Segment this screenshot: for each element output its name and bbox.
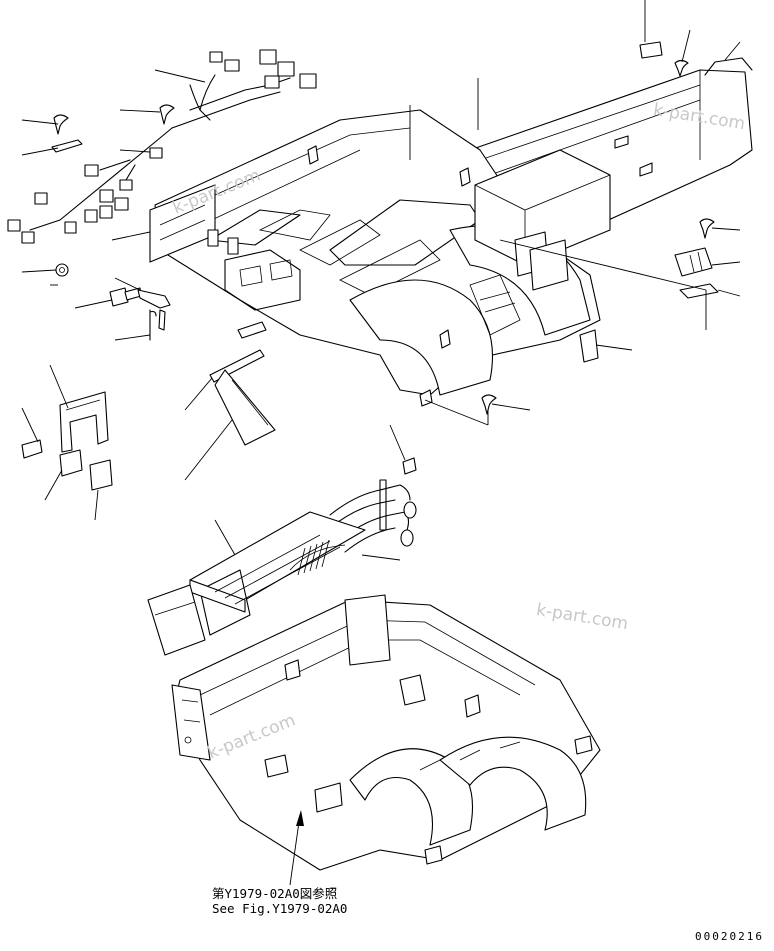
- small-parts-right: [481, 41, 719, 415]
- heater-core-filter: [147, 511, 366, 656]
- reference-note: 第Y1979-02A0図参照 See Fig.Y1979-02A0: [212, 886, 347, 916]
- drawing-code: 00020216: [695, 930, 764, 943]
- lower-case: [171, 594, 601, 871]
- reference-note-jp: 第Y1979-02A0図参照: [212, 886, 338, 901]
- small-parts-left: [51, 104, 175, 341]
- leader-lines: [21, 0, 741, 561]
- reference-note-en: See Fig.Y1979-02A0: [212, 901, 348, 916]
- shaft-assembly: [21, 321, 276, 491]
- wire-harness: [7, 49, 317, 244]
- reference-arrow: [289, 810, 304, 886]
- upper-duct-cover: [149, 57, 753, 407]
